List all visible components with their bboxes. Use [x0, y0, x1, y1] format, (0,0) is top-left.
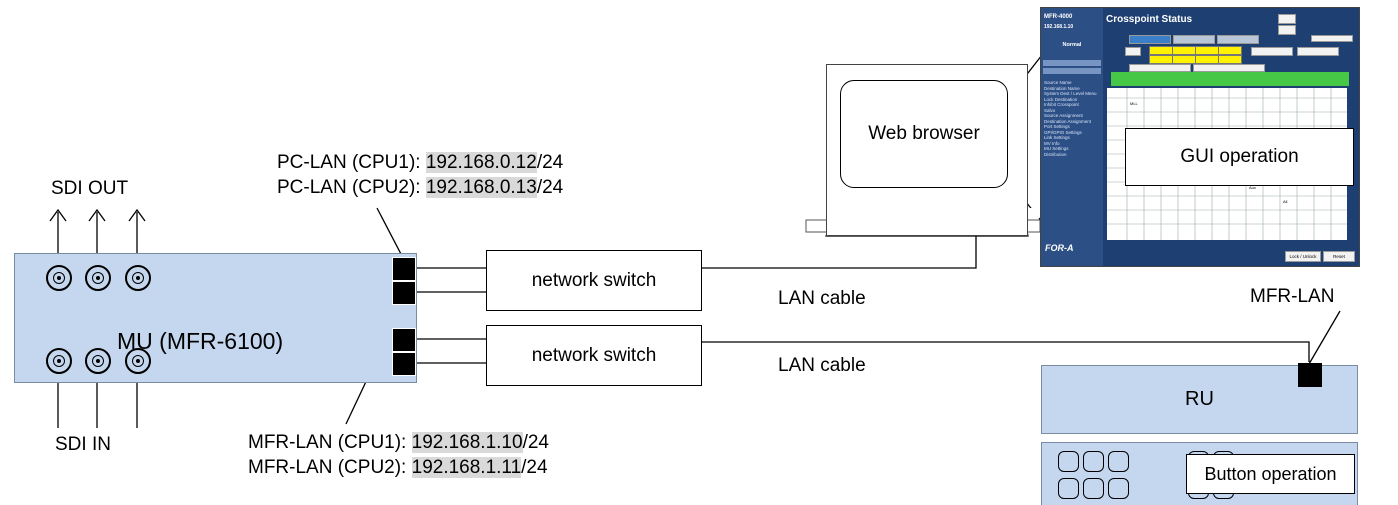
gui-crosspoint-mark: Aux [1249, 185, 1256, 190]
network-switch-top: network switch [486, 250, 702, 311]
gui-menu-item[interactable]: Destination Assignment [1044, 118, 1092, 124]
gui-operation-label: GUI operation [1125, 128, 1354, 186]
gui-menu-item[interactable]: Link Settings [1044, 135, 1070, 140]
mfr-lan-port-cpu2 [392, 352, 416, 376]
button-operation-label: Button operation [1186, 454, 1355, 494]
gui-menu-item[interactable]: Source Name [1044, 80, 1072, 85]
gui-model: MFR-4000 [1044, 14, 1073, 20]
gui-level-chip[interactable] [1149, 55, 1173, 64]
sdi-in-connector [85, 348, 111, 374]
gui-level-chip[interactable] [1195, 55, 1219, 64]
gui-selector[interactable] [1311, 35, 1353, 42]
gui-menu-item[interactable]: Port Settings [1044, 124, 1070, 129]
gui-nav-item[interactable] [1043, 68, 1101, 74]
gui-destination-header [1111, 72, 1349, 86]
pc-lan-cpu2-address: PC-LAN (CPU2): 192.168.0.13/24 [277, 177, 564, 198]
gui-level-chip[interactable] [1195, 46, 1219, 55]
gui-menu-item[interactable]: System Dest / Level Menu [1044, 91, 1097, 96]
gui-option-button[interactable] [1297, 47, 1339, 56]
gui-menu-item[interactable]: Lock Destination [1044, 96, 1078, 102]
gui-menu-item[interactable]: MU Settings [1044, 146, 1069, 151]
mfr-lan-port-cpu1 [392, 328, 416, 352]
sdi-out-connector [46, 265, 72, 291]
sdi-out-connector [85, 265, 111, 291]
web-browser-window: Web browser [840, 80, 1008, 188]
gui-menu-item[interactable]: Distribution [1044, 151, 1067, 157]
gui-lock-unlock-button[interactable]: Lock / Unlock [1285, 251, 1321, 262]
panel-key[interactable] [1108, 451, 1129, 472]
panel-key[interactable] [1058, 478, 1079, 499]
mu-unit: MU (MFR-6100) [14, 253, 417, 383]
gui-save-button[interactable] [1278, 14, 1296, 24]
gui-menu-item[interactable]: Inhibit Crosspoint [1044, 102, 1079, 107]
gui-level-chip[interactable] [1149, 46, 1173, 55]
ru-label: RU [1185, 388, 1214, 410]
gui-ip: 192.168.1.10 [1044, 24, 1074, 30]
gui-level-all[interactable] [1125, 47, 1141, 56]
gui-level-chip[interactable] [1218, 55, 1242, 64]
gui-menu-item[interactable]: GPI/GPIO Settings [1044, 129, 1082, 135]
gui-option-button[interactable] [1251, 47, 1293, 56]
panel-key[interactable] [1083, 478, 1104, 499]
gui-status: Normal [1062, 42, 1082, 48]
gui-crosspoint-mark: MLL [1130, 101, 1138, 106]
gui-reset-button[interactable]: Reset [1323, 251, 1355, 262]
gui-filter-row[interactable] [1193, 64, 1265, 72]
sdi-in-label: SDI IN [55, 434, 111, 455]
gui-mode-status[interactable] [1129, 35, 1171, 44]
gui-load-button[interactable] [1278, 25, 1296, 35]
panel-key[interactable] [1108, 478, 1129, 499]
gui-level-chip[interactable] [1172, 55, 1196, 64]
mfr-lan-ru-label: MFR-LAN [1250, 286, 1335, 307]
gui-filter-row[interactable] [1129, 64, 1191, 72]
gui-nav-item[interactable] [1043, 60, 1101, 66]
gui-level-chip[interactable] [1218, 46, 1242, 55]
gui-menu-item[interactable]: Source Assignment [1044, 113, 1083, 118]
panel-key[interactable] [1058, 451, 1079, 472]
lan-cable-label-top: LAN cable [778, 288, 866, 309]
gui-menu-item[interactable]: Salvo [1044, 107, 1056, 113]
gui-sidebar: MFR-4000 192.168.1.10 Normal Source Name… [1041, 8, 1103, 266]
gui-crosspoint-mark: All [1283, 199, 1288, 204]
sdi-out-label: SDI OUT [51, 178, 129, 199]
gui-logo: FOR-A [1045, 243, 1074, 253]
gui-level-chip[interactable] [1172, 46, 1196, 55]
gui-menu-item[interactable]: Destination Name [1044, 85, 1080, 91]
pc-lan-port-cpu2 [392, 281, 416, 305]
pc-lan-port-cpu1 [392, 257, 416, 281]
panel-key[interactable] [1083, 451, 1104, 472]
ru-mfr-lan-port [1298, 363, 1322, 387]
gui-title: Crosspoint Status [1106, 14, 1193, 25]
gui-mode-tab[interactable] [1217, 35, 1259, 44]
network-switch-bottom: network switch [486, 325, 702, 386]
mfr-lan-cpu1-address: MFR-LAN (CPU1): 192.168.1.10/24 [248, 432, 549, 453]
mfr-lan-cpu2-address: MFR-LAN (CPU2): 192.168.1.11/24 [248, 457, 548, 478]
lan-cable-label-bottom: LAN cable [778, 355, 866, 376]
pc-lan-cpu1-address: PC-LAN (CPU1): 192.168.0.12/24 [277, 152, 564, 173]
sdi-in-connector [125, 348, 151, 374]
gui-menu-item[interactable]: MV Info [1044, 140, 1060, 146]
gui-mode-tab[interactable] [1173, 35, 1215, 44]
sdi-out-connector [125, 265, 151, 291]
mu-label: MU (MFR-6100) [117, 328, 284, 354]
sdi-in-connector [46, 348, 72, 374]
